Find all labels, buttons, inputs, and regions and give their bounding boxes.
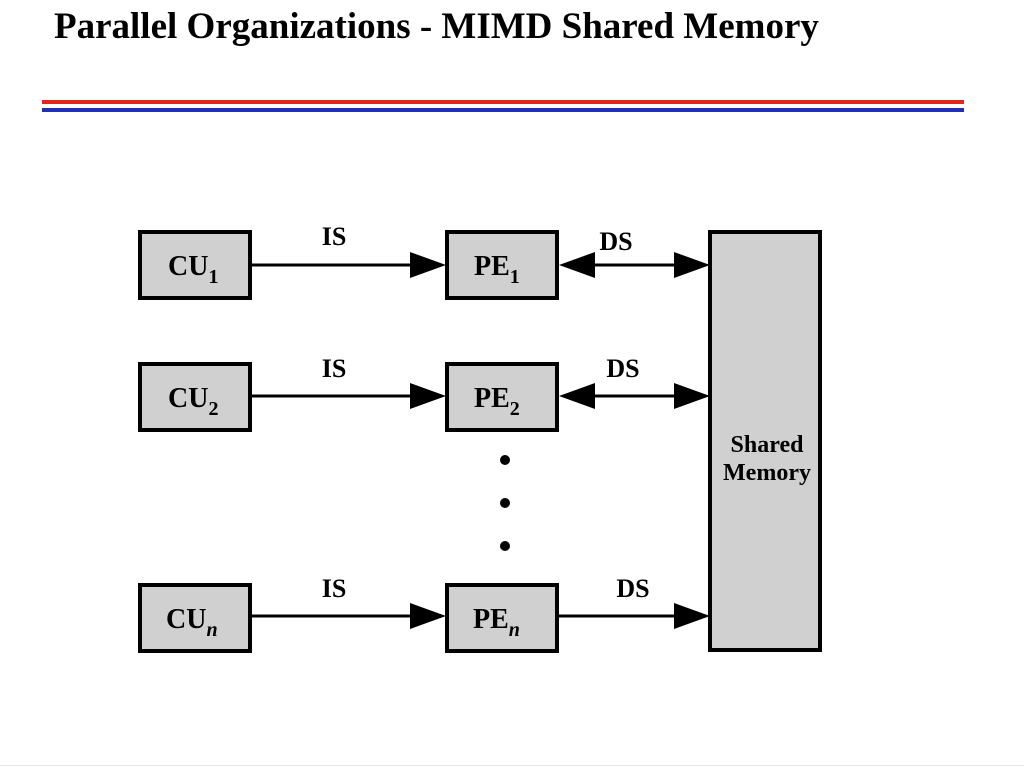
pe-2-subscript: 2 xyxy=(510,398,520,420)
slide-title: Parallel Organizations - MIMD Shared Mem… xyxy=(54,6,819,47)
is-2-label: IS xyxy=(322,354,347,383)
ds-2-arrowhead-left xyxy=(559,383,595,409)
ds-1-arrowhead-right xyxy=(674,252,710,278)
pe-n-box xyxy=(445,583,559,653)
cu-2-box xyxy=(138,362,252,432)
cu-n-name: CU xyxy=(166,604,206,635)
cu-2-label: CU2 xyxy=(168,383,218,420)
ellipsis-dots xyxy=(500,455,510,551)
cu-n-subscript: n xyxy=(206,619,217,641)
cu-n-label: CUn xyxy=(166,604,218,641)
pe-n-subscript: n xyxy=(509,619,520,641)
pe-n-label: PEn xyxy=(473,604,520,641)
row-n: CUn IS PEn DS xyxy=(138,574,710,653)
cu-2-subscript: 2 xyxy=(208,398,218,420)
cu-1-name: CU xyxy=(168,251,208,282)
is-1-arrowhead xyxy=(410,252,446,278)
ds-1-arrowhead-left xyxy=(559,252,595,278)
ds-n-label: DS xyxy=(616,574,649,603)
cu-2-name: CU xyxy=(168,383,208,414)
pe-1-subscript: 1 xyxy=(510,266,520,288)
cu-1-box xyxy=(138,230,252,300)
cu-1-label: CU1 xyxy=(168,251,218,288)
pe-1-name: PE xyxy=(474,251,510,282)
row-1: CU1 IS PE1 DS xyxy=(138,222,710,300)
is-n-arrowhead xyxy=(410,603,446,629)
cu-1-subscript: 1 xyxy=(208,266,218,288)
pe-2-label: PE2 xyxy=(474,383,520,420)
shared-memory-label-line2: Memory xyxy=(723,460,811,486)
pe-1-label: PE1 xyxy=(474,251,520,288)
ellipsis-dot-3 xyxy=(500,541,510,551)
row-2: CU2 IS PE2 DS xyxy=(138,354,710,432)
title-rule-red xyxy=(42,100,964,104)
pe-2-box xyxy=(445,362,559,432)
is-2-arrowhead xyxy=(410,383,446,409)
ds-1-label: DS xyxy=(599,227,632,256)
ds-n-arrowhead-right xyxy=(674,603,710,629)
bottom-divider xyxy=(0,765,1024,766)
shared-memory-box xyxy=(708,230,822,652)
pe-2-name: PE xyxy=(474,383,510,414)
title-rule-blue xyxy=(42,108,964,112)
shared-memory-label-line1: Shared xyxy=(731,432,805,458)
pe-1-box xyxy=(445,230,559,300)
cu-n-box xyxy=(138,583,252,653)
ellipsis-dot-2 xyxy=(500,498,510,508)
ds-2-label: DS xyxy=(606,354,639,383)
pe-n-name: PE xyxy=(473,604,509,635)
shared-memory-block: Shared Memory xyxy=(708,230,822,652)
ds-2-arrowhead-right xyxy=(674,383,710,409)
is-1-label: IS xyxy=(322,222,347,251)
ellipsis-dot-1 xyxy=(500,455,510,465)
is-n-label: IS xyxy=(322,574,347,603)
